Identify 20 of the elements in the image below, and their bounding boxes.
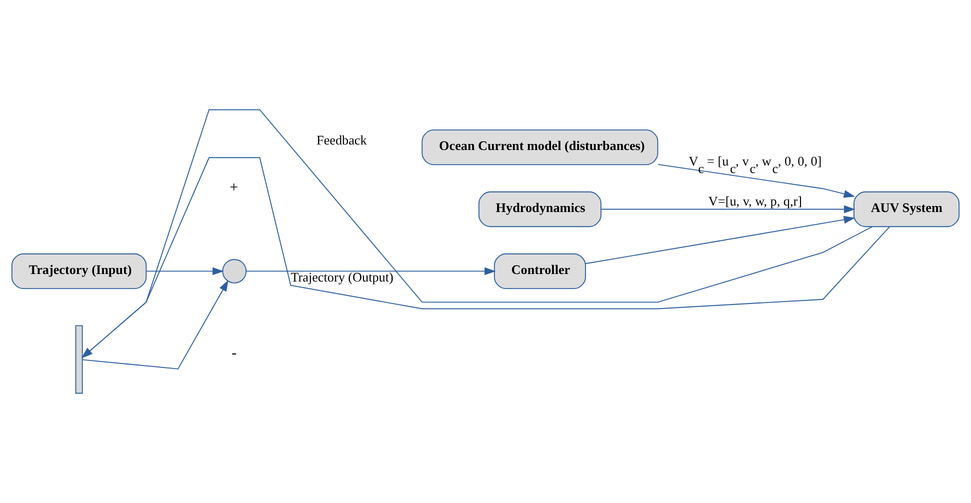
arrow [600,205,856,214]
arrow [658,164,856,198]
node-box: Trajectory (Input) [11,253,147,290]
arrow [81,109,873,358]
arrow [146,267,224,276]
arrow [246,267,496,276]
node-circle [222,259,247,284]
arrow [81,157,890,358]
edge-label: Trajectory (Output) [290,270,394,285]
node-box: Hydrodynamics [478,191,602,228]
node-bar [75,325,83,394]
arrow [585,216,856,264]
label: - [232,345,237,362]
arrow [82,280,228,370]
edge-label: Feedback [316,132,367,148]
node-box: AUV System [853,191,960,228]
label: + [230,180,238,196]
edge-label: V=[u, v, w, p, q,r] [708,194,802,209]
node-box: Ocean Current model (disturbances) [422,129,658,166]
node-box: Controller [494,253,586,290]
